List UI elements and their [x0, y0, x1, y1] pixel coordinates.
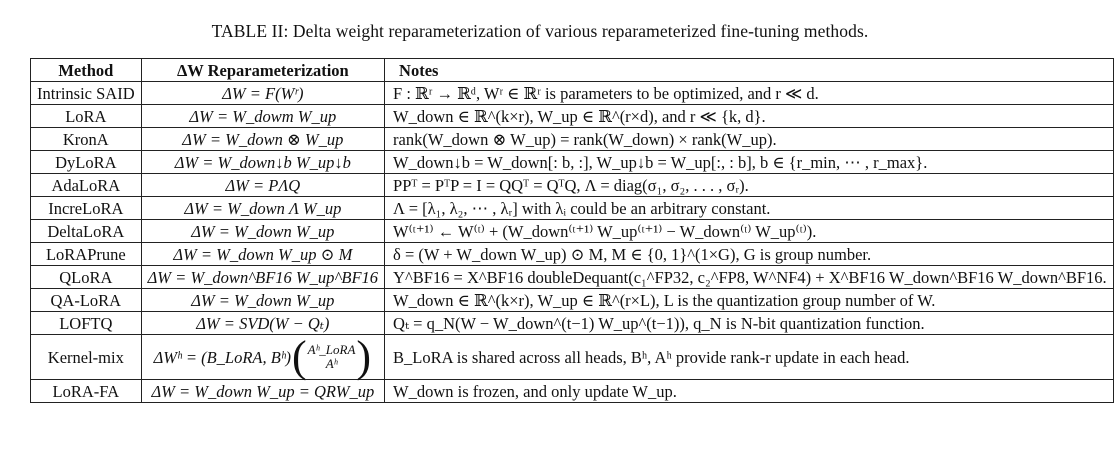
- table-row: KronA ΔW = W_down ⊗ W_up rank(W_down ⊗ W…: [30, 127, 1114, 151]
- table-row: LoRA ΔW = W_dowm W_up W_down ∈ ℝ^(k×r), …: [30, 104, 1114, 128]
- reparameterization-table: Method ΔW Reparameterization Notes Intri…: [30, 58, 1114, 403]
- method-cell: DeltaLoRA: [30, 219, 142, 243]
- table-row: LoRAPrune ΔW = W_down W_up ⊙ M δ = (W + …: [30, 242, 1114, 266]
- method-cell: Intrinsic SAID: [30, 81, 142, 105]
- table-caption: TABLE II: Delta weight reparameterizatio…: [211, 21, 869, 41]
- table-row: QLoRA ΔW = W_down^BF16 W_up^BF16 Y^BF16 …: [30, 265, 1114, 289]
- table-row: AdaLoRA ΔW = PΛQ PPᵀ = PᵀP = I = QQᵀ = Q…: [30, 173, 1114, 197]
- table-header-row: Method ΔW Reparameterization Notes: [30, 58, 1114, 82]
- reparam-cell: ΔW = F(Wʳ): [140, 81, 386, 105]
- notes-cell: Qₜ = q_N(W − W_down^(t−1) W_up^(t−1)), q…: [384, 311, 1114, 335]
- header-notes: Notes: [384, 58, 1114, 82]
- reparam-cell: ΔW = W_down W_up: [140, 219, 386, 243]
- reparam-cell: ΔW = W_down ⊗ W_up: [140, 127, 386, 151]
- method-cell: Kernel-mix: [30, 334, 142, 380]
- method-cell: KronA: [30, 127, 142, 151]
- header-method: Method: [30, 58, 142, 82]
- notes-cell: F : ℝʳ → ℝᵈ, Wʳ ∈ ℝʳ is parameters to be…: [384, 81, 1114, 105]
- reparam-cell: ΔW = W_down W_up = QRW_up: [140, 379, 386, 403]
- header-reparameterization: ΔW Reparameterization: [140, 58, 386, 82]
- reparam-cell: ΔW = SVD(W − Qₜ): [140, 311, 386, 335]
- method-cell: LOFTQ: [30, 311, 142, 335]
- reparam-cell: ΔW = PΛQ: [140, 173, 386, 197]
- reparam-cell: ΔW = W_down^BF16 W_up^BF16: [140, 265, 386, 289]
- table-row: LoRA-FA ΔW = W_down W_up = QRW_up W_down…: [30, 379, 1114, 403]
- left-paren: (: [292, 332, 307, 381]
- notes-cell: rank(W_down ⊗ W_up) = rank(W_down) × ran…: [384, 127, 1114, 151]
- method-cell: DyLoRA: [30, 150, 142, 174]
- method-cell: IncreLoRA: [30, 196, 142, 220]
- table-row: Kernel-mix ΔWʰ = (B_LoRA, Bʰ) ( Aʰ_LoRA …: [30, 332, 1114, 381]
- table-row: LOFTQ ΔW = SVD(W − Qₜ) Qₜ = q_N(W − W_do…: [30, 311, 1114, 335]
- notes-cell: δ = (W + W_down W_up) ⊙ M, M ∈ {0, 1}^(1…: [384, 242, 1114, 266]
- method-cell: LoRA-FA: [30, 379, 142, 403]
- matrix-stack: Aʰ_LoRA Aʰ: [308, 343, 356, 371]
- method-cell: AdaLoRA: [30, 173, 142, 197]
- table-row: Intrinsic SAID ΔW = F(Wʳ) F : ℝʳ → ℝᵈ, W…: [30, 81, 1114, 105]
- matrix-bottom: Aʰ: [325, 356, 338, 371]
- notes-cell: W_down ∈ ℝ^(k×r), W_up ∈ ℝ^(r×d), and r …: [384, 104, 1114, 128]
- table-row: IncreLoRA ΔW = W_down Λ W_up Λ = [λ₁, λ₂…: [30, 196, 1114, 220]
- formula-prefix: ΔWʰ = (B_LoRA, Bʰ): [153, 347, 291, 367]
- right-paren: ): [356, 332, 372, 381]
- notes-cell: Λ = [λ₁, λ₂, ⋯ , λᵣ] with λᵢ could be an…: [384, 196, 1114, 220]
- notes-cell: W_down ∈ ℝ^(k×r), W_up ∈ ℝ^(r×L), L is t…: [384, 288, 1114, 312]
- method-cell: LoRAPrune: [30, 242, 142, 266]
- reparam-cell: ΔW = W_dowm W_up: [140, 104, 386, 128]
- matrix-top: Aʰ_LoRA: [307, 342, 356, 357]
- table-row: DyLoRA ΔW = W_down↓b W_up↓b W_down↓b = W…: [30, 150, 1114, 174]
- notes-cell: B_LoRA is shared across all heads, Bʰ, A…: [384, 334, 1114, 380]
- reparam-cell: ΔW = W_down W_up: [140, 288, 386, 312]
- method-cell: QA-LoRA: [30, 288, 142, 312]
- notes-cell: Y^BF16 = X^BF16 doubleDequant(c₁^FP32, c…: [384, 265, 1114, 289]
- table-row: QA-LoRA ΔW = W_down W_up W_down ∈ ℝ^(k×r…: [30, 288, 1114, 312]
- reparam-cell: ΔW = W_down W_up ⊙ M: [140, 242, 386, 266]
- notes-cell: PPᵀ = PᵀP = I = QQᵀ = QᵀQ, Λ = diag(σ₁, …: [384, 173, 1114, 197]
- reparam-cell: ΔWʰ = (B_LoRA, Bʰ) ( Aʰ_LoRA Aʰ ): [140, 332, 386, 381]
- method-cell: QLoRA: [30, 265, 142, 289]
- reparam-cell: ΔW = W_down Λ W_up: [140, 196, 386, 220]
- method-cell: LoRA: [30, 104, 142, 128]
- notes-cell: W_down↓b = W_down[: b, :], W_up↓b = W_up…: [384, 150, 1114, 174]
- notes-cell: W_down is frozen, and only update W_up.: [384, 379, 1114, 403]
- reparam-cell: ΔW = W_down↓b W_up↓b: [140, 150, 386, 174]
- kernel-mix-formula: ΔWʰ = (B_LoRA, Bʰ) ( Aʰ_LoRA Aʰ ): [153, 332, 372, 381]
- notes-cell: W⁽ᵗ⁺¹⁾ ← W⁽ᵗ⁾ + (W_down⁽ᵗ⁺¹⁾ W_up⁽ᵗ⁺¹⁾ −…: [384, 219, 1114, 243]
- table-row: DeltaLoRA ΔW = W_down W_up W⁽ᵗ⁺¹⁾ ← W⁽ᵗ⁾…: [30, 219, 1114, 243]
